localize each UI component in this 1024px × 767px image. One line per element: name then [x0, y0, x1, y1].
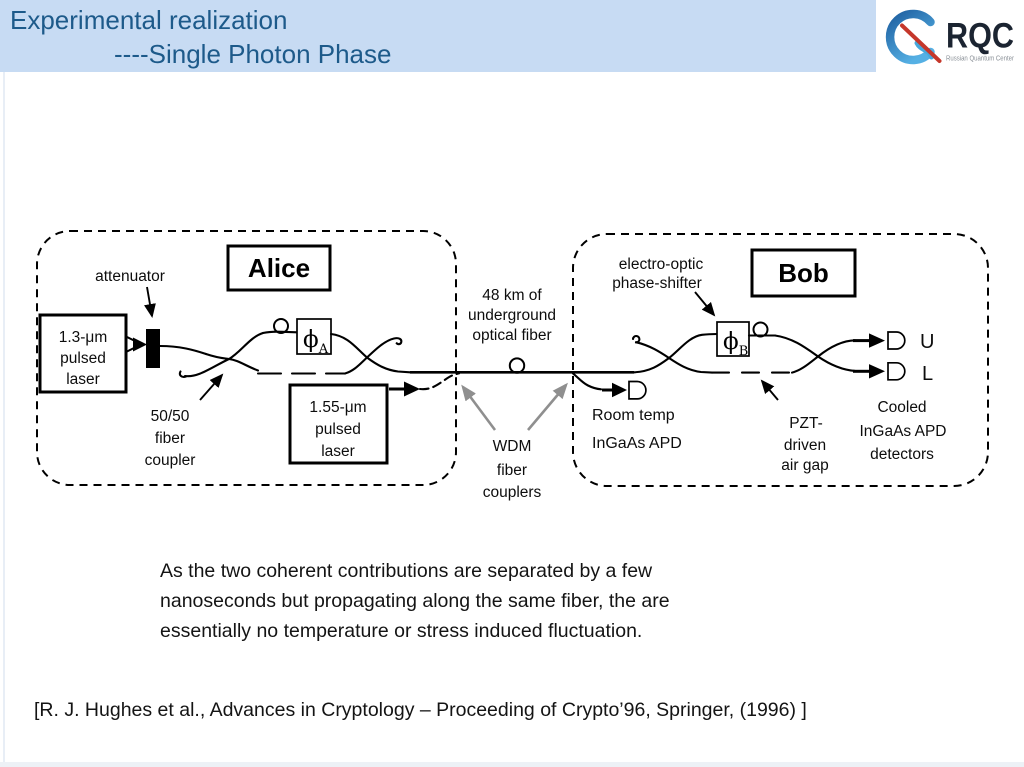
coupler4-cross-b	[790, 339, 857, 374]
bob-section: electro-optic phase-shifter Bob Room tem…	[571, 248, 947, 474]
laser13-line3: laser	[66, 371, 100, 388]
laser155-line3: laser	[321, 443, 355, 460]
room-apd-branch	[571, 372, 603, 391]
detector-u-arrow	[853, 333, 885, 348]
alice-upper-arm	[261, 330, 299, 335]
fiber-end-hook	[178, 370, 188, 378]
room-apd-line2: InGaAs APD	[592, 435, 682, 452]
room-apd-detector-icon	[628, 380, 647, 400]
left-edge-hairline	[3, 72, 5, 763]
wdm-arrow-left	[461, 384, 497, 431]
cooled-line3: detectors	[870, 446, 934, 463]
coupler4-cross-a	[773, 334, 857, 372]
phase-a-symbol: ϕA	[303, 327, 329, 357]
alice-title-box	[226, 244, 332, 292]
fiber48-line2: underground	[468, 307, 556, 324]
pzt-line1: PZT-	[789, 415, 823, 432]
detector-u-label: U	[920, 331, 934, 353]
citation-text: [R. J. Hughes et al., Advances in Crypto…	[34, 699, 807, 721]
fiber48-line1: 48 km of	[482, 287, 542, 304]
slide-title-line2: ----Single Photon Phase	[114, 39, 392, 69]
body-line: As the two coherent contributions are se…	[160, 560, 653, 582]
room-apd-line1: Room temp	[592, 407, 675, 424]
phase-b-symbol: ϕB	[723, 329, 748, 359]
fiber-path	[158, 344, 208, 356]
fiber48-line3: optical fiber	[472, 327, 551, 344]
pzt-line2: driven	[784, 437, 826, 454]
link-section: 48 km of underground optical fiber WDM f…	[410, 287, 634, 501]
fiber-loop-icon	[273, 318, 289, 334]
pzt-line3: air gap	[781, 457, 828, 474]
laser155-output-arrow	[389, 381, 420, 397]
fiber-loop-icon	[752, 321, 769, 338]
laser155-line2: pulsed	[315, 421, 361, 438]
coupler2-cross-b	[343, 337, 403, 375]
slide-title-line1: Experimental realization	[10, 5, 288, 35]
bottom-edge-strip	[0, 762, 1024, 767]
slide-header-bar: Experimental realization ----Single Phot…	[0, 0, 1024, 72]
phase-a-box	[296, 318, 332, 355]
laser13-line2: pulsed	[60, 350, 106, 367]
attenuator-rect	[146, 329, 160, 368]
coupler5050-line1: 50/50	[151, 408, 190, 425]
detector-l-icon	[887, 361, 906, 381]
wdm-join-fiber	[418, 372, 461, 391]
bob-title-box	[750, 248, 857, 298]
shifter-line1: electro-optic	[619, 256, 704, 273]
coupler1-cross-b	[183, 331, 265, 378]
logo-q-ring-icon	[885, 9, 935, 65]
logo-subtitle: Russian Quantum Center	[946, 54, 1014, 63]
laser155-box	[288, 383, 389, 465]
detector-l-label: L	[922, 363, 933, 385]
bob-title: Bob	[778, 258, 829, 288]
cooled-line2: InGaAs APD	[859, 423, 946, 440]
cooled-line1: Cooled	[877, 399, 926, 416]
attenuator-label: attenuator	[95, 268, 165, 285]
wdm-line2: fiber	[497, 462, 527, 479]
laser155-line1: 1.55-μm	[309, 399, 366, 416]
pzt-arrow	[760, 379, 779, 401]
detector-l-arrow	[853, 364, 885, 379]
coupler3-cross-b	[632, 332, 719, 374]
body-paragraph: As the two coherent contributions are se…	[160, 556, 670, 646]
laser13-box	[38, 313, 128, 394]
bob-dashed-box	[572, 233, 989, 487]
laser13-line1: 1.3-μm	[59, 329, 108, 346]
shifter-line2: phase-shifter	[612, 275, 702, 292]
body-line: essentially no temperature or stress ind…	[160, 620, 643, 642]
logo-red-needle-icon	[900, 23, 942, 63]
coupler5050-line3: coupler	[145, 452, 196, 469]
shifter-arrow	[694, 291, 716, 317]
body-line: nanoseconds but propagating along the sa…	[160, 590, 670, 612]
laser13-output-arrow	[126, 336, 147, 353]
logo-text: RQC	[946, 17, 1014, 56]
rqc-logo-svg: RQC Russian Quantum Center	[885, 9, 1014, 65]
attenuator-arrow	[144, 286, 156, 318]
coupler3-cross-a	[634, 341, 714, 374]
wdm-arrow-right	[527, 382, 568, 431]
rqc-logo: RQC Russian Quantum Center	[876, 0, 1024, 72]
coupler5050-arrow	[199, 373, 224, 401]
wdm-line3: couplers	[483, 484, 542, 501]
alice-title: Alice	[248, 253, 310, 283]
alice-section: attenuator Alice 1.3-μm pulsed laser ϕA …	[38, 244, 461, 469]
fiber-loop-icon	[508, 357, 526, 374]
detector-u-icon	[887, 331, 906, 350]
phase-b-box	[716, 321, 750, 357]
coupler5050-line2: fiber	[155, 430, 185, 447]
wdm-line1: WDM	[493, 438, 532, 455]
room-apd-arrow	[602, 382, 627, 398]
